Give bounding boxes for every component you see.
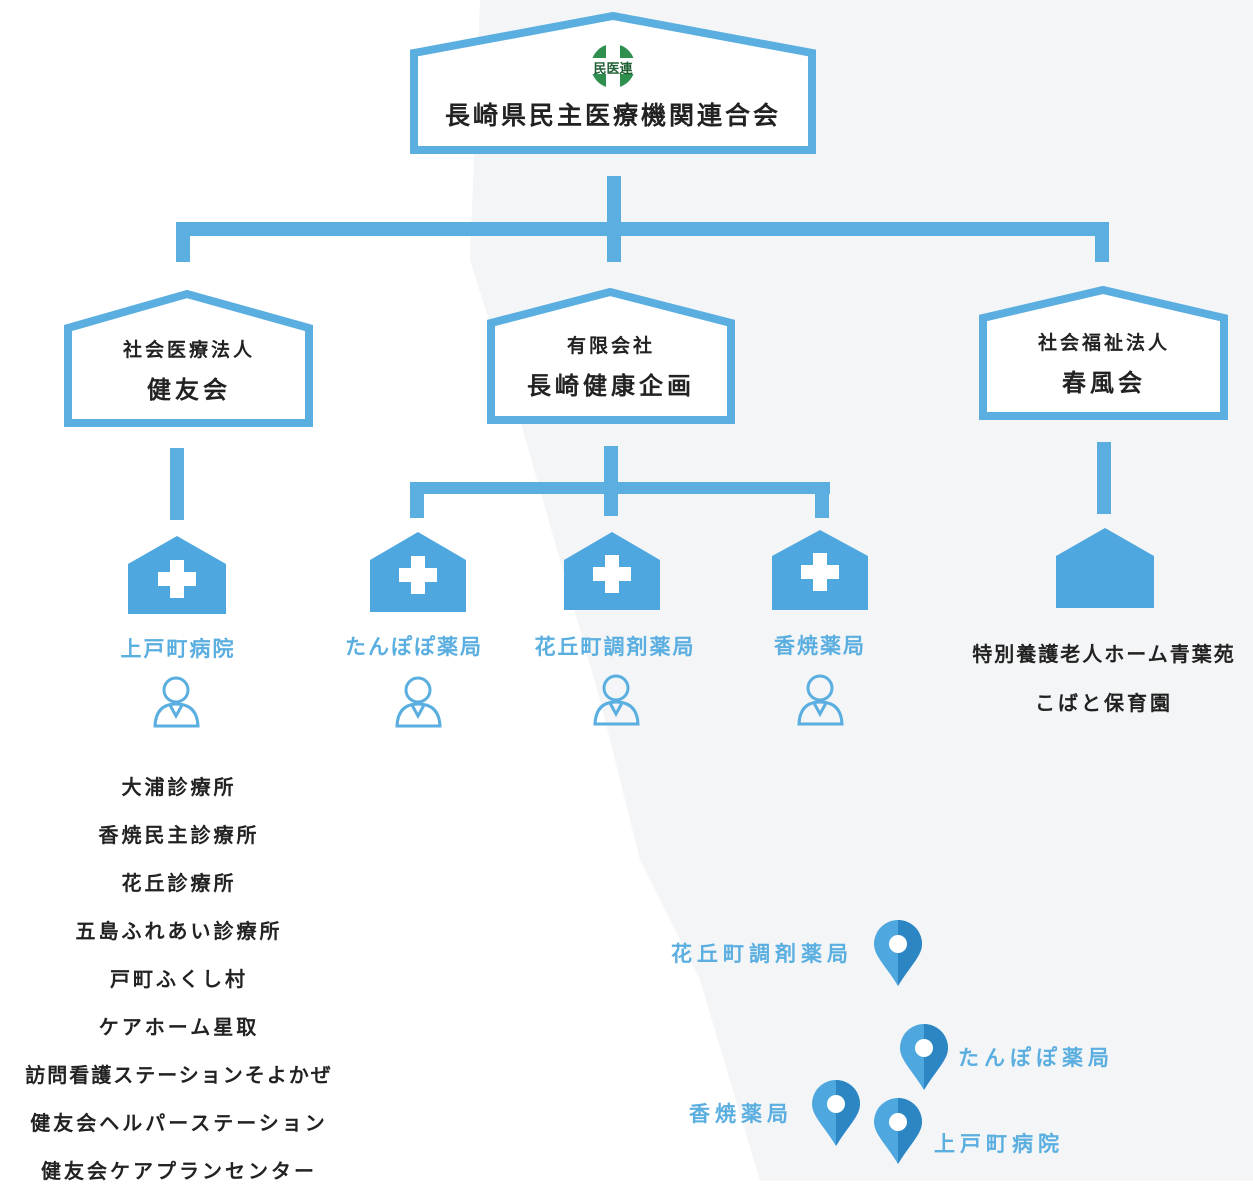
org-title: 長崎健康企画 [527,372,695,400]
map-pin-icon [874,1098,922,1164]
org-house-nagasaki-kenko [487,287,735,424]
org-house-kenyukai [64,289,313,427]
welfare-building-icon [1056,528,1154,608]
org-title: 春風会 [1062,369,1146,397]
kenyukai-list-item: 健友会ケアプランセンター [41,1159,317,1183]
facility-name: 花丘町調剤薬局 [534,635,696,659]
kenyukai-list-item: 花丘診療所 [121,871,237,895]
map-label: 花丘町調剤薬局 [671,942,853,966]
hospital-building-icon [128,536,226,614]
org-house-shunpukai [979,285,1228,420]
map-pin-icon [900,1024,948,1090]
staff-person-icon [395,676,442,728]
pharmacy-building-icon [564,532,660,610]
kenyukai-list-item: 訪問看護ステーションそよかぜ [25,1063,333,1087]
kenyukai-list-item: 大浦診療所 [121,775,237,799]
org-subtitle: 有限会社 [566,335,656,357]
root-connectors [176,176,1109,262]
staff-person-icon [593,674,640,726]
org-title: 健友会 [147,376,231,404]
logo-text: 民医連 [593,62,633,77]
kenyukai-list-item: 香焼民主診療所 [98,823,260,847]
kenyukai-list-item: 健友会ヘルパーステーション [30,1111,328,1135]
org-connectors [170,442,1111,520]
pharmacy-building-icon [772,530,868,610]
pharmacy-building-icon [370,532,466,612]
facility-name: たんぽぽ薬局 [345,635,483,659]
welfare-item: 特別養護老人ホーム青葉苑 [972,642,1236,666]
map-label: 上戸町病院 [934,1132,1064,1156]
org-subtitle: 社会医療法人 [122,339,256,361]
map-pin-icon [812,1080,860,1146]
root-title: 長崎県民主医療機関連合会 [444,101,782,130]
staff-person-icon [153,676,200,728]
map-label: 香焼薬局 [689,1102,793,1126]
org-subtitle: 社会福祉法人 [1037,332,1171,354]
min-iren-logo [588,44,638,88]
kenyukai-list-item: ケアホーム星取 [98,1015,260,1039]
kenyukai-list-item: 五島ふれあい診療所 [75,919,283,943]
map-label: たんぽぽ薬局 [958,1046,1114,1070]
welfare-item: こばと保育園 [1035,691,1173,715]
facility-name: 香焼薬局 [774,634,866,658]
staff-person-icon [797,674,844,726]
facility-name: 上戸町病院 [120,637,236,661]
map-pin-icon [874,920,922,986]
kenyukai-list-item: 戸町ふくし村 [110,967,248,991]
